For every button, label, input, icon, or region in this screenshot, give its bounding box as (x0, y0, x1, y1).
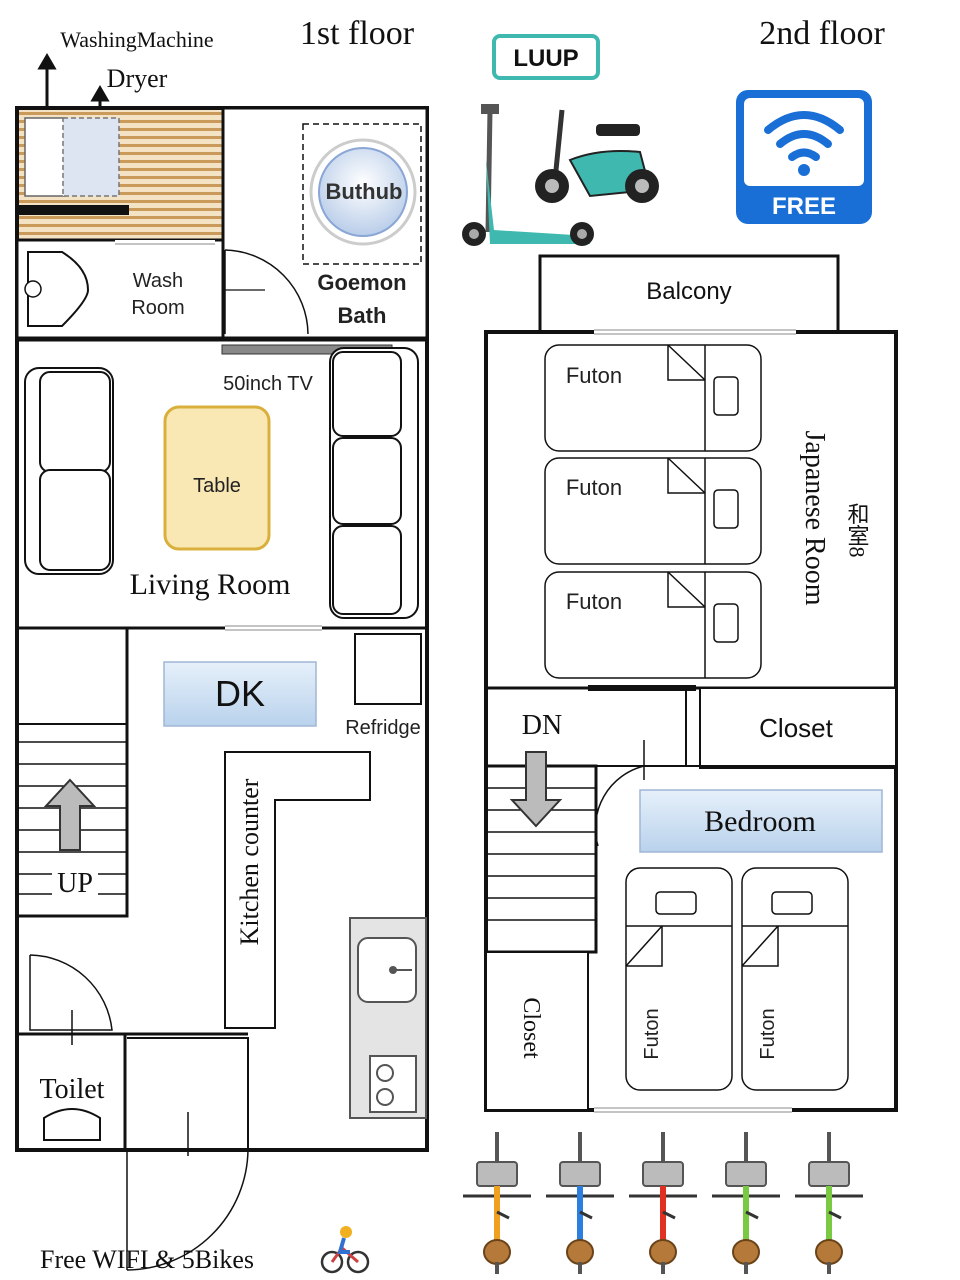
living-room-label: Living Room (130, 568, 291, 601)
futon-label-4: Futon (641, 1008, 663, 1059)
balcony-label: Balcony (646, 278, 731, 305)
futon-4 (625, 867, 733, 1091)
futon-label-1: Futon (566, 363, 622, 388)
futon-5 (741, 867, 849, 1091)
wash-room-label-2: Room (131, 297, 184, 319)
dryer (62, 117, 120, 197)
bedroom-label: Bedroom (704, 805, 816, 838)
dk-label: DK (215, 673, 265, 714)
first-floor-plan: Buthub Goemon Bath Wash Room 50inch TV (15, 106, 429, 1271)
dryer-label: Dryer (107, 64, 168, 93)
sofa-right (329, 347, 419, 619)
futon-label-2: Futon (566, 475, 622, 500)
dk-label-box (163, 661, 317, 727)
luup-logo (492, 34, 600, 80)
bikes-row (463, 1132, 863, 1274)
toilet-label: Toilet (40, 1074, 105, 1105)
wash-room-label-1: Wash (133, 270, 183, 292)
up-arrow-icon (43, 778, 97, 851)
second-floor-title: 2nd floor (759, 15, 885, 52)
kitchen-counter (224, 751, 371, 1029)
goemon-bath-label-1: Goemon (317, 270, 406, 295)
futon-label-5: Futon (757, 1008, 779, 1059)
wifi-icon (764, 111, 844, 161)
table (163, 405, 271, 551)
balcony (538, 254, 840, 334)
bike-icon (463, 1132, 531, 1274)
kitchen-counter-label: Kitchen counter (235, 778, 264, 945)
wifi-free-label: FREE (772, 193, 836, 220)
japanese-room-label: Japanese Room (799, 431, 830, 606)
washing-machine-label: WashingMachine (60, 27, 213, 52)
second-floor-plan: Balcony Futon Futon F (484, 254, 898, 1113)
footer-text: Free WIFI & 5Bikes (40, 1245, 254, 1274)
closet-top-label: Closet (759, 713, 833, 743)
refrigerator (354, 633, 422, 705)
down-arrow-icon (509, 751, 563, 828)
futon-1 (544, 344, 762, 452)
closet-bottom-label: Closet (518, 997, 544, 1059)
stove (369, 1055, 417, 1113)
dn-label: DN (522, 710, 562, 741)
futon-label-3: Futon (566, 589, 622, 614)
sink-icon (27, 251, 90, 327)
washing-machine (24, 117, 66, 197)
futon-3 (544, 571, 762, 679)
futon-2 (544, 457, 762, 565)
sofa-left (24, 367, 114, 575)
table-label: Table (193, 475, 241, 497)
bathtub-label: Buthub (326, 179, 403, 204)
refridge-label: Refridge (345, 717, 421, 739)
scooter-icon (462, 104, 594, 246)
moped-icon (535, 109, 659, 203)
toilet-icon (43, 1108, 101, 1141)
bedroom-label-box (639, 789, 883, 853)
cyclist-icon (320, 1226, 370, 1274)
bike-icon (795, 1132, 863, 1274)
up-label: UP (57, 868, 93, 899)
bike-icon (629, 1132, 697, 1274)
goemon-bath-label-2: Bath (338, 303, 387, 328)
first-floor-title: 1st floor (300, 15, 415, 52)
bike-icon (712, 1132, 780, 1274)
bike-icon (546, 1132, 614, 1274)
washitsu-label: 和室8 (845, 503, 870, 558)
tv-label: 50inch TV (223, 373, 313, 395)
luup-logo-text: LUUP (513, 45, 578, 72)
